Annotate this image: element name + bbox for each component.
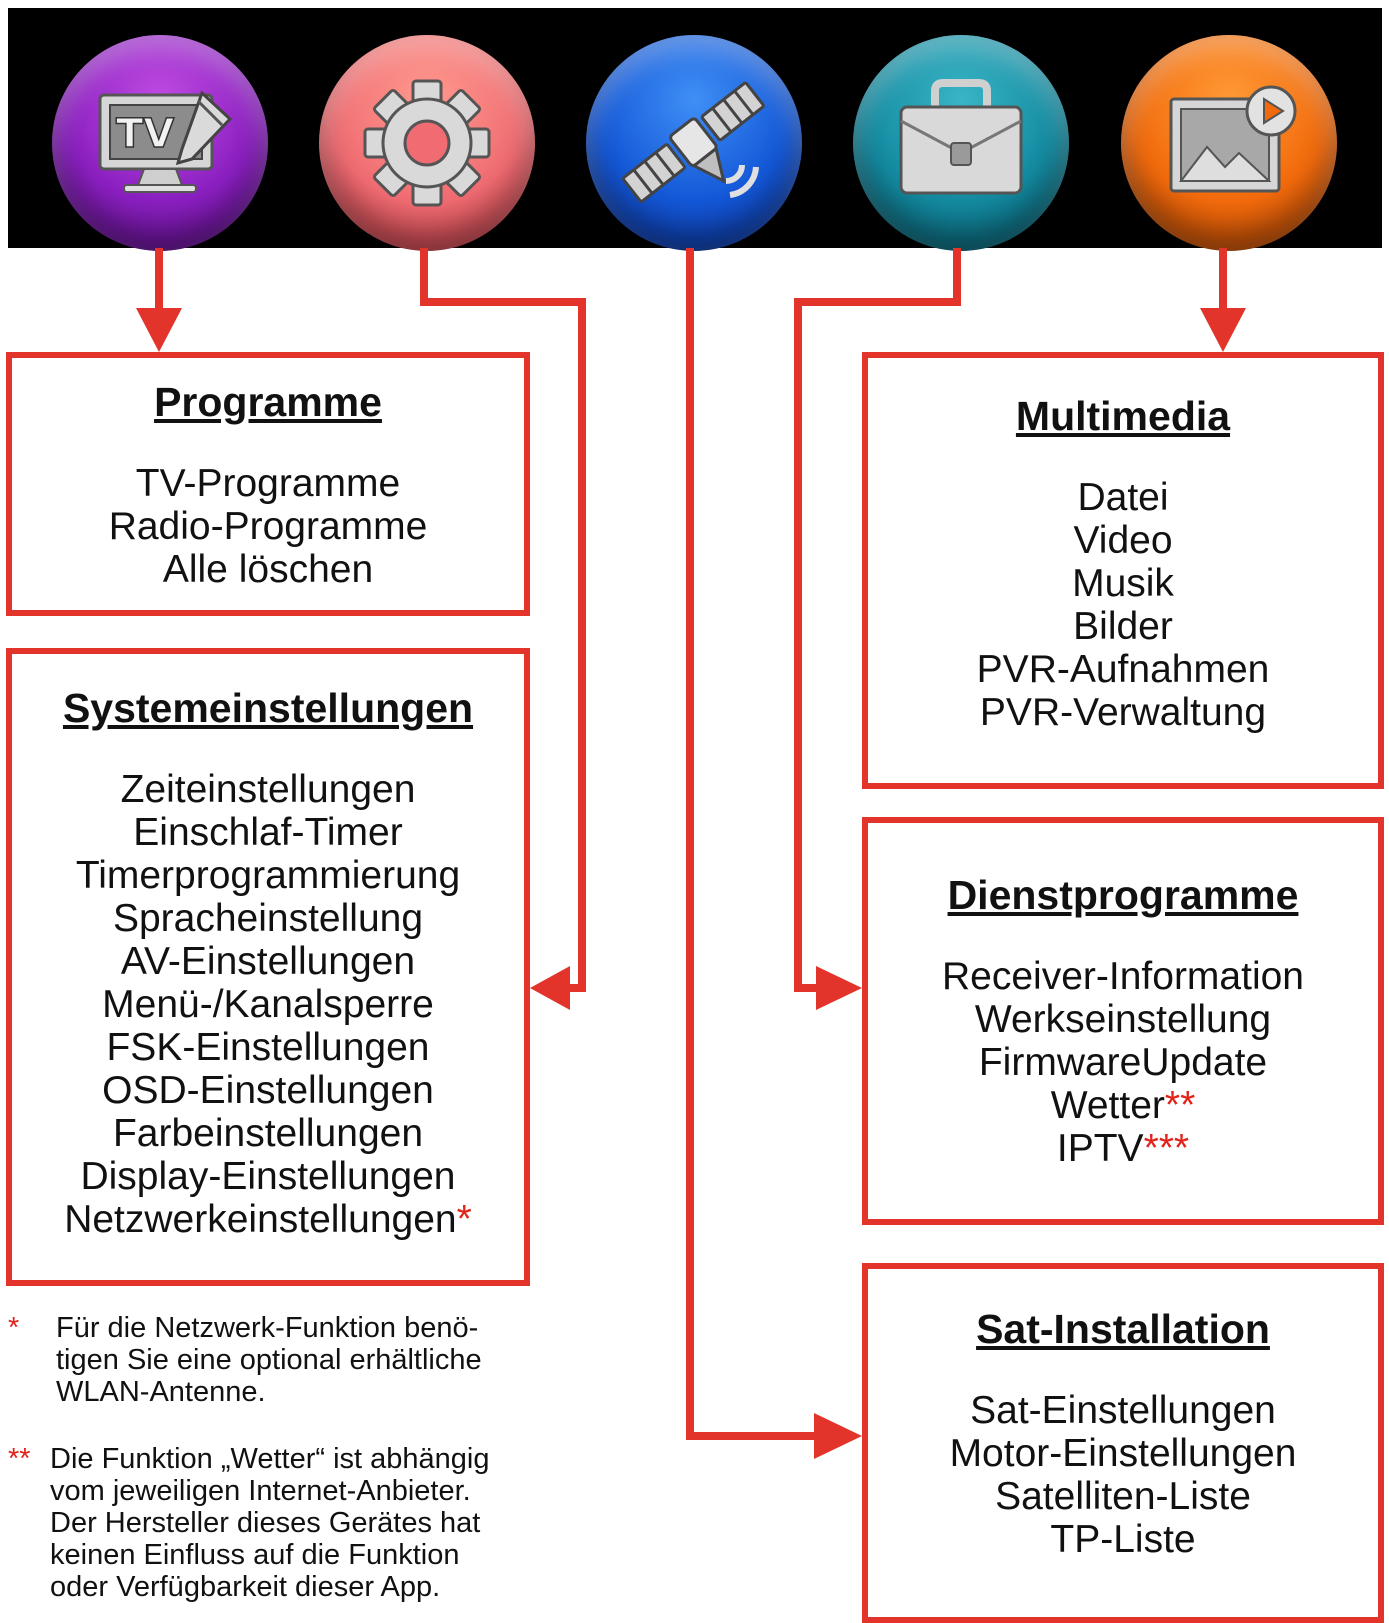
utilities-list: Receiver-Information Werkseinstellung Fi… (868, 955, 1378, 1170)
utilities-item-label: IPTV (1056, 1127, 1144, 1170)
multimedia-list: Datei Video Musik Bilder PVR-Aufnahmen P… (868, 476, 1378, 734)
utilities-item[interactable]: Receiver-Information (942, 955, 1304, 998)
programme-item[interactable]: TV-Programme (135, 462, 401, 505)
gear-icon[interactable] (319, 35, 535, 251)
footnote-network: * Für die Netzwerk-Funktion benö- tigen … (0, 1312, 560, 1408)
multimedia-item[interactable]: Datei (1077, 476, 1169, 519)
utilities-item-label: Wetter (1050, 1084, 1165, 1127)
system-item[interactable]: Menü-/Kanalsperre (102, 983, 434, 1026)
programme-box: Programme TV-Programme Radio-Programme A… (6, 352, 530, 616)
system-item-network[interactable]: Netzwerkeinstellungen* (12, 1198, 524, 1241)
system-item[interactable]: OSD-Einstellungen (102, 1069, 434, 1112)
multimedia-item[interactable]: Video (1073, 519, 1173, 562)
programme-list: TV-Programme Radio-Programme Alle lösche… (12, 462, 524, 591)
footnote-mark: * (8, 1312, 20, 1344)
system-item[interactable]: AV-Einstellungen (120, 940, 416, 983)
footnote-marker: ** (1164, 1084, 1196, 1127)
menu-bar: TV (8, 8, 1382, 251)
programme-title: Programme (154, 379, 382, 425)
sat-installation-title: Sat-Installation (976, 1306, 1270, 1352)
sat-installation-list: Sat-Einstellungen Motor-Einstellungen Sa… (868, 1389, 1378, 1561)
utilities-item[interactable]: Werkseinstellung (974, 998, 1272, 1041)
system-item[interactable]: Spracheinstellung (112, 897, 424, 940)
utilities-item[interactable]: FirmwareUpdate (978, 1041, 1268, 1084)
system-settings-title: Systemeinstellungen (62, 685, 474, 731)
multimedia-item[interactable]: PVR-Aufnahmen (976, 648, 1270, 691)
sat-item[interactable]: Motor-Einstellungen (949, 1432, 1297, 1475)
sat-installation-box: Sat-Installation Sat-Einstellungen Motor… (862, 1263, 1384, 1623)
multimedia-item[interactable]: PVR-Verwaltung (979, 691, 1267, 734)
system-item[interactable]: Display-Einstellungen (80, 1155, 456, 1198)
programme-item[interactable]: Radio-Programme (108, 505, 428, 548)
sat-item[interactable]: Sat-Einstellungen (970, 1389, 1276, 1432)
system-item[interactable]: Timerprogrammierung (75, 854, 461, 897)
arrow-toolbox-to-dienst (794, 248, 961, 992)
system-settings-list: Zeiteinstellungen Einschlaf-Timer Timerp… (12, 768, 524, 1241)
system-item[interactable]: Einschlaf-Timer (133, 811, 403, 854)
footnote-text: Für die Netzwerk-Funktion benö- tigen Si… (56, 1312, 482, 1408)
tv-icon[interactable]: TV (52, 35, 268, 251)
footnote-marker: *** (1143, 1127, 1190, 1170)
multimedia-box: Multimedia Datei Video Musik Bilder PVR-… (862, 352, 1384, 789)
system-settings-box: Systemeinstellungen Zeiteinstellungen Ei… (6, 648, 530, 1286)
multimedia-item[interactable]: Musik (1072, 562, 1174, 605)
sat-item[interactable]: TP-Liste (1050, 1518, 1196, 1561)
programme-item[interactable]: Alle löschen (162, 548, 374, 591)
arrow-settings-to-system (420, 248, 586, 992)
footnote-marker: * (456, 1198, 472, 1241)
arrowhead-dienst (816, 966, 862, 1010)
arrowhead-sat (814, 1413, 862, 1459)
utilities-box: Dienstprogramme Receiver-Information Wer… (862, 817, 1384, 1225)
media-player-icon[interactable] (1121, 35, 1337, 251)
system-item-label: Netzwerkeinstellungen (64, 1198, 457, 1241)
sat-item[interactable]: Satelliten-Liste (995, 1475, 1251, 1518)
arrowhead-system (530, 966, 570, 1010)
footnote-text: Die Funktion „Wetter“ ist abhängig vom j… (50, 1443, 490, 1603)
system-item[interactable]: Farbeinstellungen (112, 1112, 424, 1155)
multimedia-item[interactable]: Bilder (1073, 605, 1173, 648)
arrow-satellite-to-sat (686, 248, 816, 1440)
utilities-item-iptv[interactable]: IPTV*** (868, 1127, 1378, 1170)
multimedia-title: Multimedia (1015, 393, 1231, 439)
utilities-title: Dienstprogramme (947, 872, 1299, 918)
footnote-mark: ** (8, 1443, 31, 1475)
footnote-weather: ** Die Funktion „Wetter“ ist abhängig vo… (0, 1443, 560, 1603)
utilities-item-weather[interactable]: Wetter** (868, 1084, 1378, 1127)
system-item[interactable]: FSK-Einstellungen (106, 1026, 430, 1069)
arrowhead-multimedia (1200, 308, 1246, 352)
system-item[interactable]: Zeiteinstellungen (120, 768, 416, 811)
toolbox-icon[interactable] (853, 35, 1069, 251)
tv-glyph-text: TV (116, 111, 174, 157)
arrowhead-programme (136, 308, 182, 352)
satellite-icon[interactable] (586, 35, 802, 251)
